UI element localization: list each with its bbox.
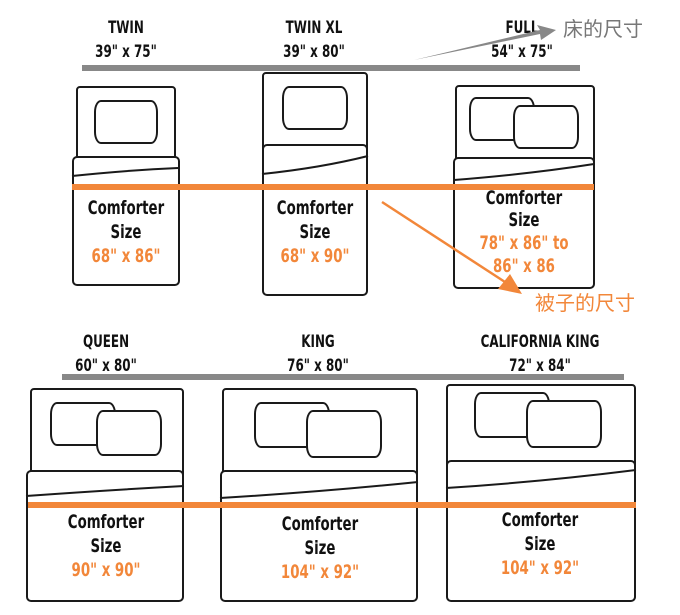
comforter-queen	[26, 470, 184, 602]
pillow-icon	[96, 410, 162, 456]
bed-name-king: KING	[301, 332, 335, 352]
bed-dims-king: 76" x 80"	[287, 356, 349, 376]
bed-twin-xl	[262, 72, 368, 296]
comforter-info-twin: Comforter Size 68" x 86"	[72, 196, 180, 276]
arrow-comforter-size-icon	[381, 200, 506, 284]
comforter-size-king: 104" x 92"	[280, 561, 360, 583]
bed-dims-twin: 39" x 75"	[95, 42, 157, 62]
comforter-info-twin-xl: Comforter Size 68" x 90"	[260, 196, 370, 276]
comforter-info-queen: Comforter Size 90" x 90"	[46, 510, 166, 590]
comforter-twin	[72, 156, 180, 286]
annotation-bed-size: 床的尺寸	[563, 17, 643, 41]
comforter-info-full: Comforter Size 78" x 86" to 86" x 86	[452, 186, 596, 282]
bed-size-bar-row1	[82, 65, 580, 71]
annotation-comforter-size: 被子的尺寸	[535, 291, 635, 315]
comforter-size-twin-xl: 68" x 90"	[280, 245, 350, 267]
bed-name-twin-xl: TWIN XL	[285, 18, 343, 38]
comforter-california-king	[446, 460, 636, 602]
bed-dims-twin-xl: 39" x 80"	[283, 42, 345, 62]
comforter-info-king: Comforter Size 104" x 92"	[260, 512, 380, 592]
pillow-icon	[513, 105, 579, 149]
bed-name-queen: QUEEN	[82, 332, 130, 352]
comforter-size-full: 78" x 86" to	[479, 232, 569, 254]
bed-name-california-king: CALIFORNIA KING	[480, 332, 600, 352]
pillow-icon	[526, 400, 602, 448]
comforter-size-full-2: 86" x 86	[493, 255, 555, 277]
pillow-icon	[306, 410, 382, 458]
bed-queen	[26, 388, 184, 602]
pillow-icon	[282, 86, 348, 130]
comforter-size-twin: 68" x 86"	[91, 245, 161, 267]
comforter-twin-xl	[262, 144, 368, 296]
bed-size-bar-row2	[62, 374, 624, 380]
bed-dims-full: 54" x 75"	[491, 42, 553, 62]
bed-dims-california-king: 72" x 84"	[509, 356, 571, 376]
comforter-size-bar-row1	[72, 184, 594, 190]
comforter-size-bar-row2	[28, 502, 636, 508]
bed-dims-queen: 60" x 80"	[75, 356, 137, 376]
comforter-size-california-king: 104" x 92"	[500, 557, 580, 579]
bed-name-twin: TWIN	[108, 18, 144, 38]
pillow-icon	[94, 100, 158, 144]
comforter-info-california-king: Comforter Size 104" x 92"	[480, 508, 600, 588]
arrow-bed-size-icon	[414, 25, 556, 60]
bed-california-king	[446, 384, 636, 602]
comforter-size-queen: 90" x 90"	[71, 559, 141, 581]
